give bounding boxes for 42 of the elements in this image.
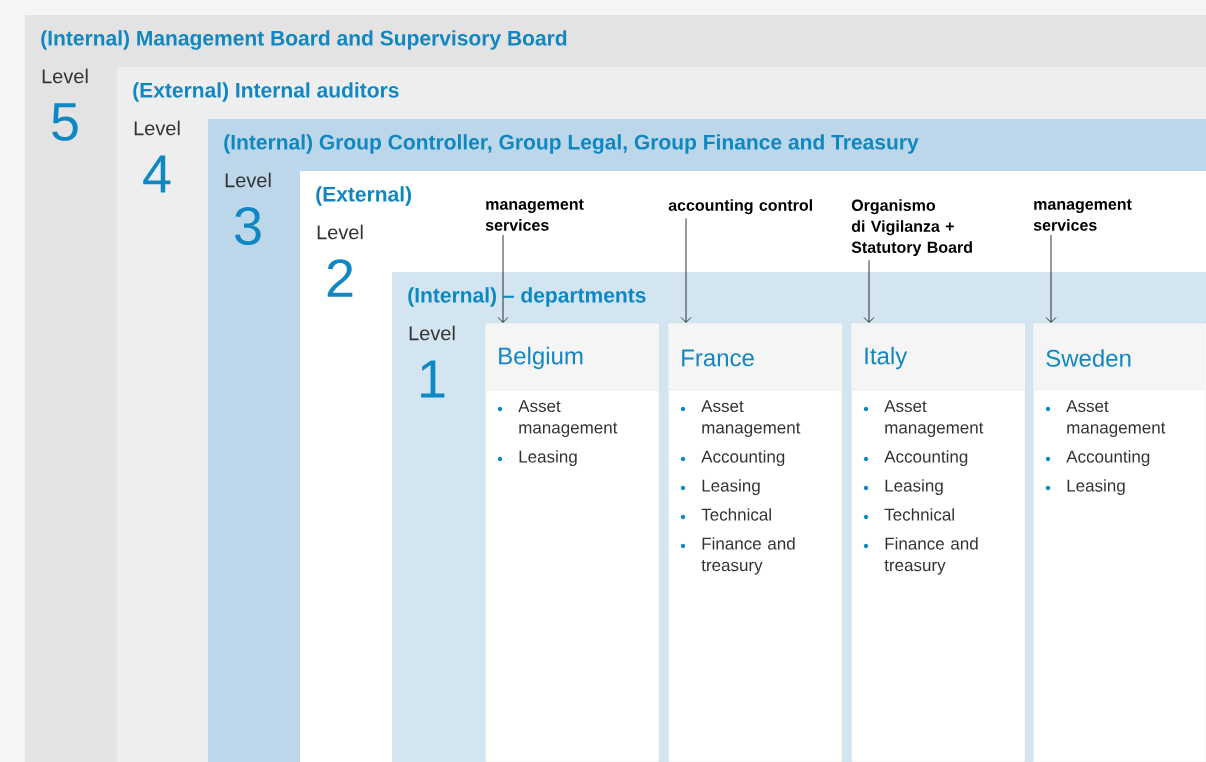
- bullet-item: Leasing: [680, 479, 760, 496]
- level-label: Level: [317, 224, 363, 240]
- arrow: [497, 234, 509, 323]
- level-label: Level: [409, 325, 455, 341]
- level-number: 4: [143, 155, 171, 193]
- bullet-item: Technical: [680, 508, 771, 521]
- external-party-label: management services: [1033, 199, 1132, 231]
- band-heading: (Internal) – departments: [408, 287, 646, 307]
- external-party-label: Organismo di Vigilanza + Statutory Board: [851, 199, 972, 257]
- bullet-item: Leasing: [863, 479, 943, 496]
- external-party-label: accounting control: [668, 199, 812, 215]
- level-number: 3: [235, 206, 261, 246]
- level-label: Level: [42, 68, 88, 84]
- bullet-item: Accounting: [1045, 450, 1150, 467]
- bullet-item: Leasing: [1045, 479, 1125, 496]
- band-heading: (Internal) Group Controller, Group Legal, Group Finance and Treasury: [224, 134, 919, 154]
- external-party-label: management services: [485, 199, 584, 231]
- bullet-item: Accounting: [863, 450, 968, 467]
- arrow: [680, 218, 692, 323]
- bullet-item: Asset management: [863, 400, 984, 437]
- bullet-item: Finance and treasury: [863, 537, 978, 575]
- band-heading: (External) Internal auditors: [133, 82, 399, 102]
- country-heading: Sweden: [1046, 349, 1131, 367]
- level-number: 5: [52, 103, 78, 141]
- country-heading: Belgium: [499, 346, 583, 370]
- bullet-item: Accounting: [680, 450, 785, 467]
- level-label: Level: [134, 120, 180, 136]
- country-heading: Italy: [865, 346, 908, 370]
- level-label: Level: [225, 172, 271, 188]
- bullet-item: Finance and treasury: [680, 537, 795, 575]
- bullet-item: Asset management: [1045, 400, 1166, 437]
- country-heading: France: [682, 349, 754, 367]
- arrow: [863, 259, 875, 323]
- bullet-item: Technical: [863, 508, 954, 521]
- bullet-item: Asset management: [497, 400, 618, 437]
- band-heading: (Internal) Management Board and Supervisory Board: [41, 30, 567, 50]
- bullet-item: Asset management: [680, 400, 801, 437]
- level-number: 1: [421, 360, 445, 398]
- band-heading: (External): [316, 186, 411, 206]
- arrow: [1045, 234, 1057, 323]
- level-number: 2: [327, 259, 353, 297]
- bullet-item: Leasing: [497, 450, 577, 467]
